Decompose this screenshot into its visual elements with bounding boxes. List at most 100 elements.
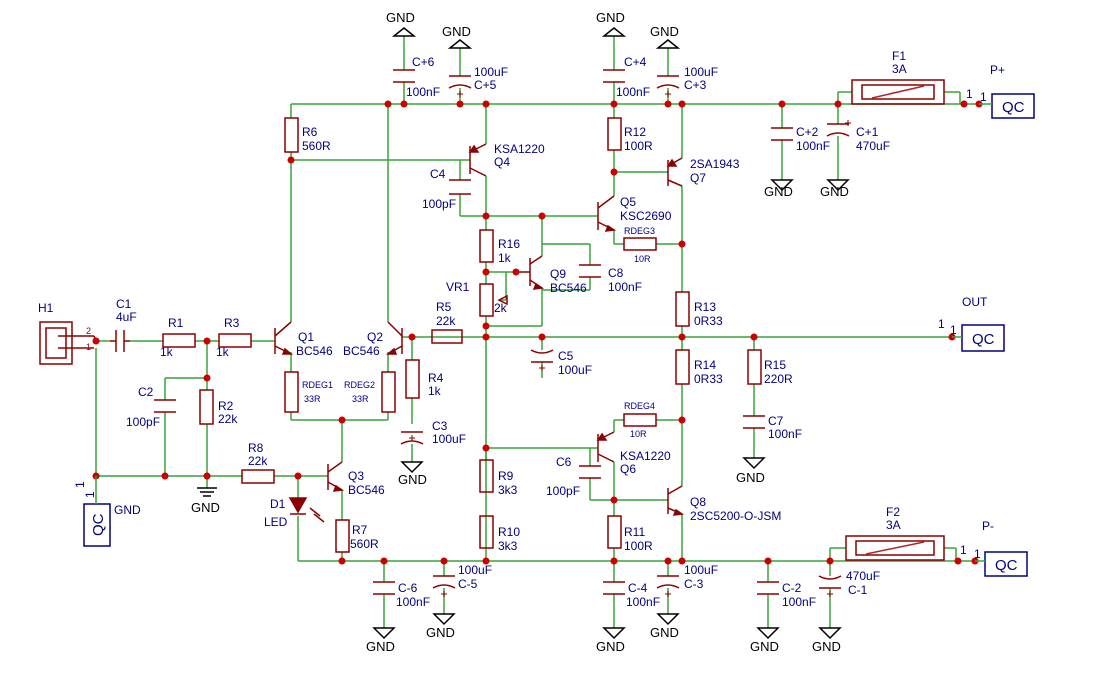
qc-pminus-box: [984, 551, 1028, 577]
gnd_label-label: GND: [650, 24, 679, 39]
labels-r16-label: R16: [498, 237, 520, 251]
labels-rdeg1-label: RDEG1: [302, 380, 333, 390]
pin1-label: 1: [83, 491, 97, 498]
wires: [95, 36, 980, 628]
labels-r10v-label: 3k3: [498, 539, 518, 553]
pin1-label: 1: [980, 90, 987, 104]
labels-r9-label: R9: [498, 469, 514, 483]
labels-q3-label: Q3: [348, 469, 364, 483]
labels-r16v-label: 1k: [498, 251, 512, 265]
r13-resistor: [675, 291, 690, 327]
labels-q5-label: Q5: [620, 195, 636, 209]
labels-r15v-label: 220R: [764, 372, 793, 386]
labels-q5v-label: KSC2690: [620, 209, 672, 223]
rdeg4-resistor: [623, 413, 657, 427]
labels-d1v-label: LED: [264, 515, 288, 529]
pin1-label: 1: [966, 87, 973, 101]
labels-q9v-label: BC546: [550, 281, 587, 295]
labels-q9-label: Q9: [550, 267, 566, 281]
labels-r6v-label: 560R: [302, 139, 331, 153]
r9-resistor: [479, 459, 494, 493]
gnd_label-label: GND: [736, 470, 765, 485]
labels-cm4-label: C-4: [628, 581, 648, 595]
labels-f2-label: F2: [886, 505, 900, 519]
qc-connectors: [83, 93, 1035, 577]
labels-r10-label: R10: [498, 525, 520, 539]
r15-resistor: [747, 349, 762, 385]
r5-resistor: [431, 329, 463, 344]
qc-pplus-box: [991, 93, 1035, 119]
labels-cm3-label: C-3: [684, 577, 704, 591]
labels-cm5-label: C-5: [458, 577, 478, 591]
labels-q1-label: Q1: [298, 330, 314, 344]
labels-q8v-label: 2SC5200-O-JSM: [690, 509, 781, 523]
gnd_label-label: GND: [191, 500, 220, 515]
labels-cp1-label: C+1: [856, 125, 879, 139]
labels-rdeg2-label: RDEG2: [344, 380, 375, 390]
labels-cp2v-label: 100nF: [796, 139, 830, 153]
labels-c3v-label: 100uF: [432, 432, 466, 446]
qc-labels: QC QC QC QC: [90, 99, 1025, 574]
labels-cm6v-label: 100nF: [396, 595, 430, 609]
r11-resistor: [607, 515, 622, 549]
gnd_label-label: GND: [812, 639, 841, 654]
qc-pminus-text: QC: [995, 557, 1018, 574]
f1-fuse: [851, 79, 945, 105]
labels-c7v-label: 100nF: [768, 427, 802, 441]
labels-c1-label: C1: [116, 297, 132, 311]
labels-r3v-label: 1k: [216, 345, 230, 359]
labels-r9v-label: 3k3: [498, 483, 518, 497]
labels-cp3v-label: 100uF: [684, 65, 718, 79]
gnd_label-label: GND: [442, 24, 471, 39]
labels-cp4-label: C+4: [624, 55, 647, 69]
labels-r2-label: R2: [218, 399, 234, 413]
gnd_label-label: GND: [398, 472, 427, 487]
labels-c4v-label: 100pF: [422, 197, 456, 211]
labels-r5v-label: 22k: [436, 314, 456, 328]
gnd_label-label: GND: [596, 639, 625, 654]
pin1-label: 1: [950, 323, 957, 337]
labels-vr1v-label: 2k: [494, 301, 508, 315]
qc-out-box: [961, 324, 1005, 352]
labels-cp2-label: C+2: [796, 125, 819, 139]
labels-cp5v-label: 100uF: [474, 65, 508, 79]
labels-rdeg3-label: RDEG3: [624, 226, 655, 236]
labels-d1-label: D1: [270, 497, 286, 511]
labels-r8-label: R8: [248, 441, 264, 455]
r16-resistor: [479, 229, 494, 263]
labels-rdeg1v-label: 33R: [304, 394, 321, 404]
labels-f2v-label: 3A: [886, 518, 901, 532]
labels-cp5-label: C+5: [474, 78, 497, 92]
pin1-label: 1: [938, 317, 945, 331]
qc-pplus-text: QC: [1002, 99, 1025, 116]
labels-q4-label: Q4: [494, 155, 510, 169]
r8-resistor: [241, 469, 275, 484]
labels-q4v-label: KSA1220: [494, 142, 545, 156]
labels-r1-label: R1: [168, 316, 184, 330]
labels-r14v-label: 0R33: [694, 372, 723, 386]
labels-rdeg4v-label: 10R: [630, 429, 647, 439]
junction-dots: [92, 100, 983, 565]
labels-r7-label: R7: [352, 523, 368, 537]
labels-cm2v-label: 100nF: [782, 595, 816, 609]
labels-pplus-label: P+: [990, 63, 1005, 77]
labels-cm1-label: C-1: [848, 583, 868, 597]
labels-rdeg4-label: RDEG4: [624, 401, 655, 411]
pin1-label: 1: [73, 481, 87, 488]
labels-cm5v-label: 100uF: [458, 563, 492, 577]
gnd_label-label: GND: [764, 184, 793, 199]
gnd_label-label: GND: [650, 625, 679, 640]
labels-c3-label: C3: [432, 419, 448, 433]
labels-r14-label: R14: [694, 358, 716, 372]
polarity-marks: [409, 91, 851, 597]
component-labels: H1 C1 4uF R1 1k R3 1k C2 100pF R2 22k R8…: [38, 49, 1005, 609]
r14-resistor: [675, 349, 690, 385]
qc-gnd-box: [83, 503, 111, 547]
labels-rdeg2v-label: 33R: [352, 394, 369, 404]
labels-q2v-label: BC546: [343, 344, 380, 358]
labels-cm3v-label: 100uF: [684, 563, 718, 577]
labels-c2v-label: 100pF: [126, 415, 160, 429]
labels-q2-label: Q2: [367, 330, 383, 344]
labels-cp4v-label: 100nF: [616, 85, 650, 99]
labels-c4-label: C4: [430, 167, 446, 181]
